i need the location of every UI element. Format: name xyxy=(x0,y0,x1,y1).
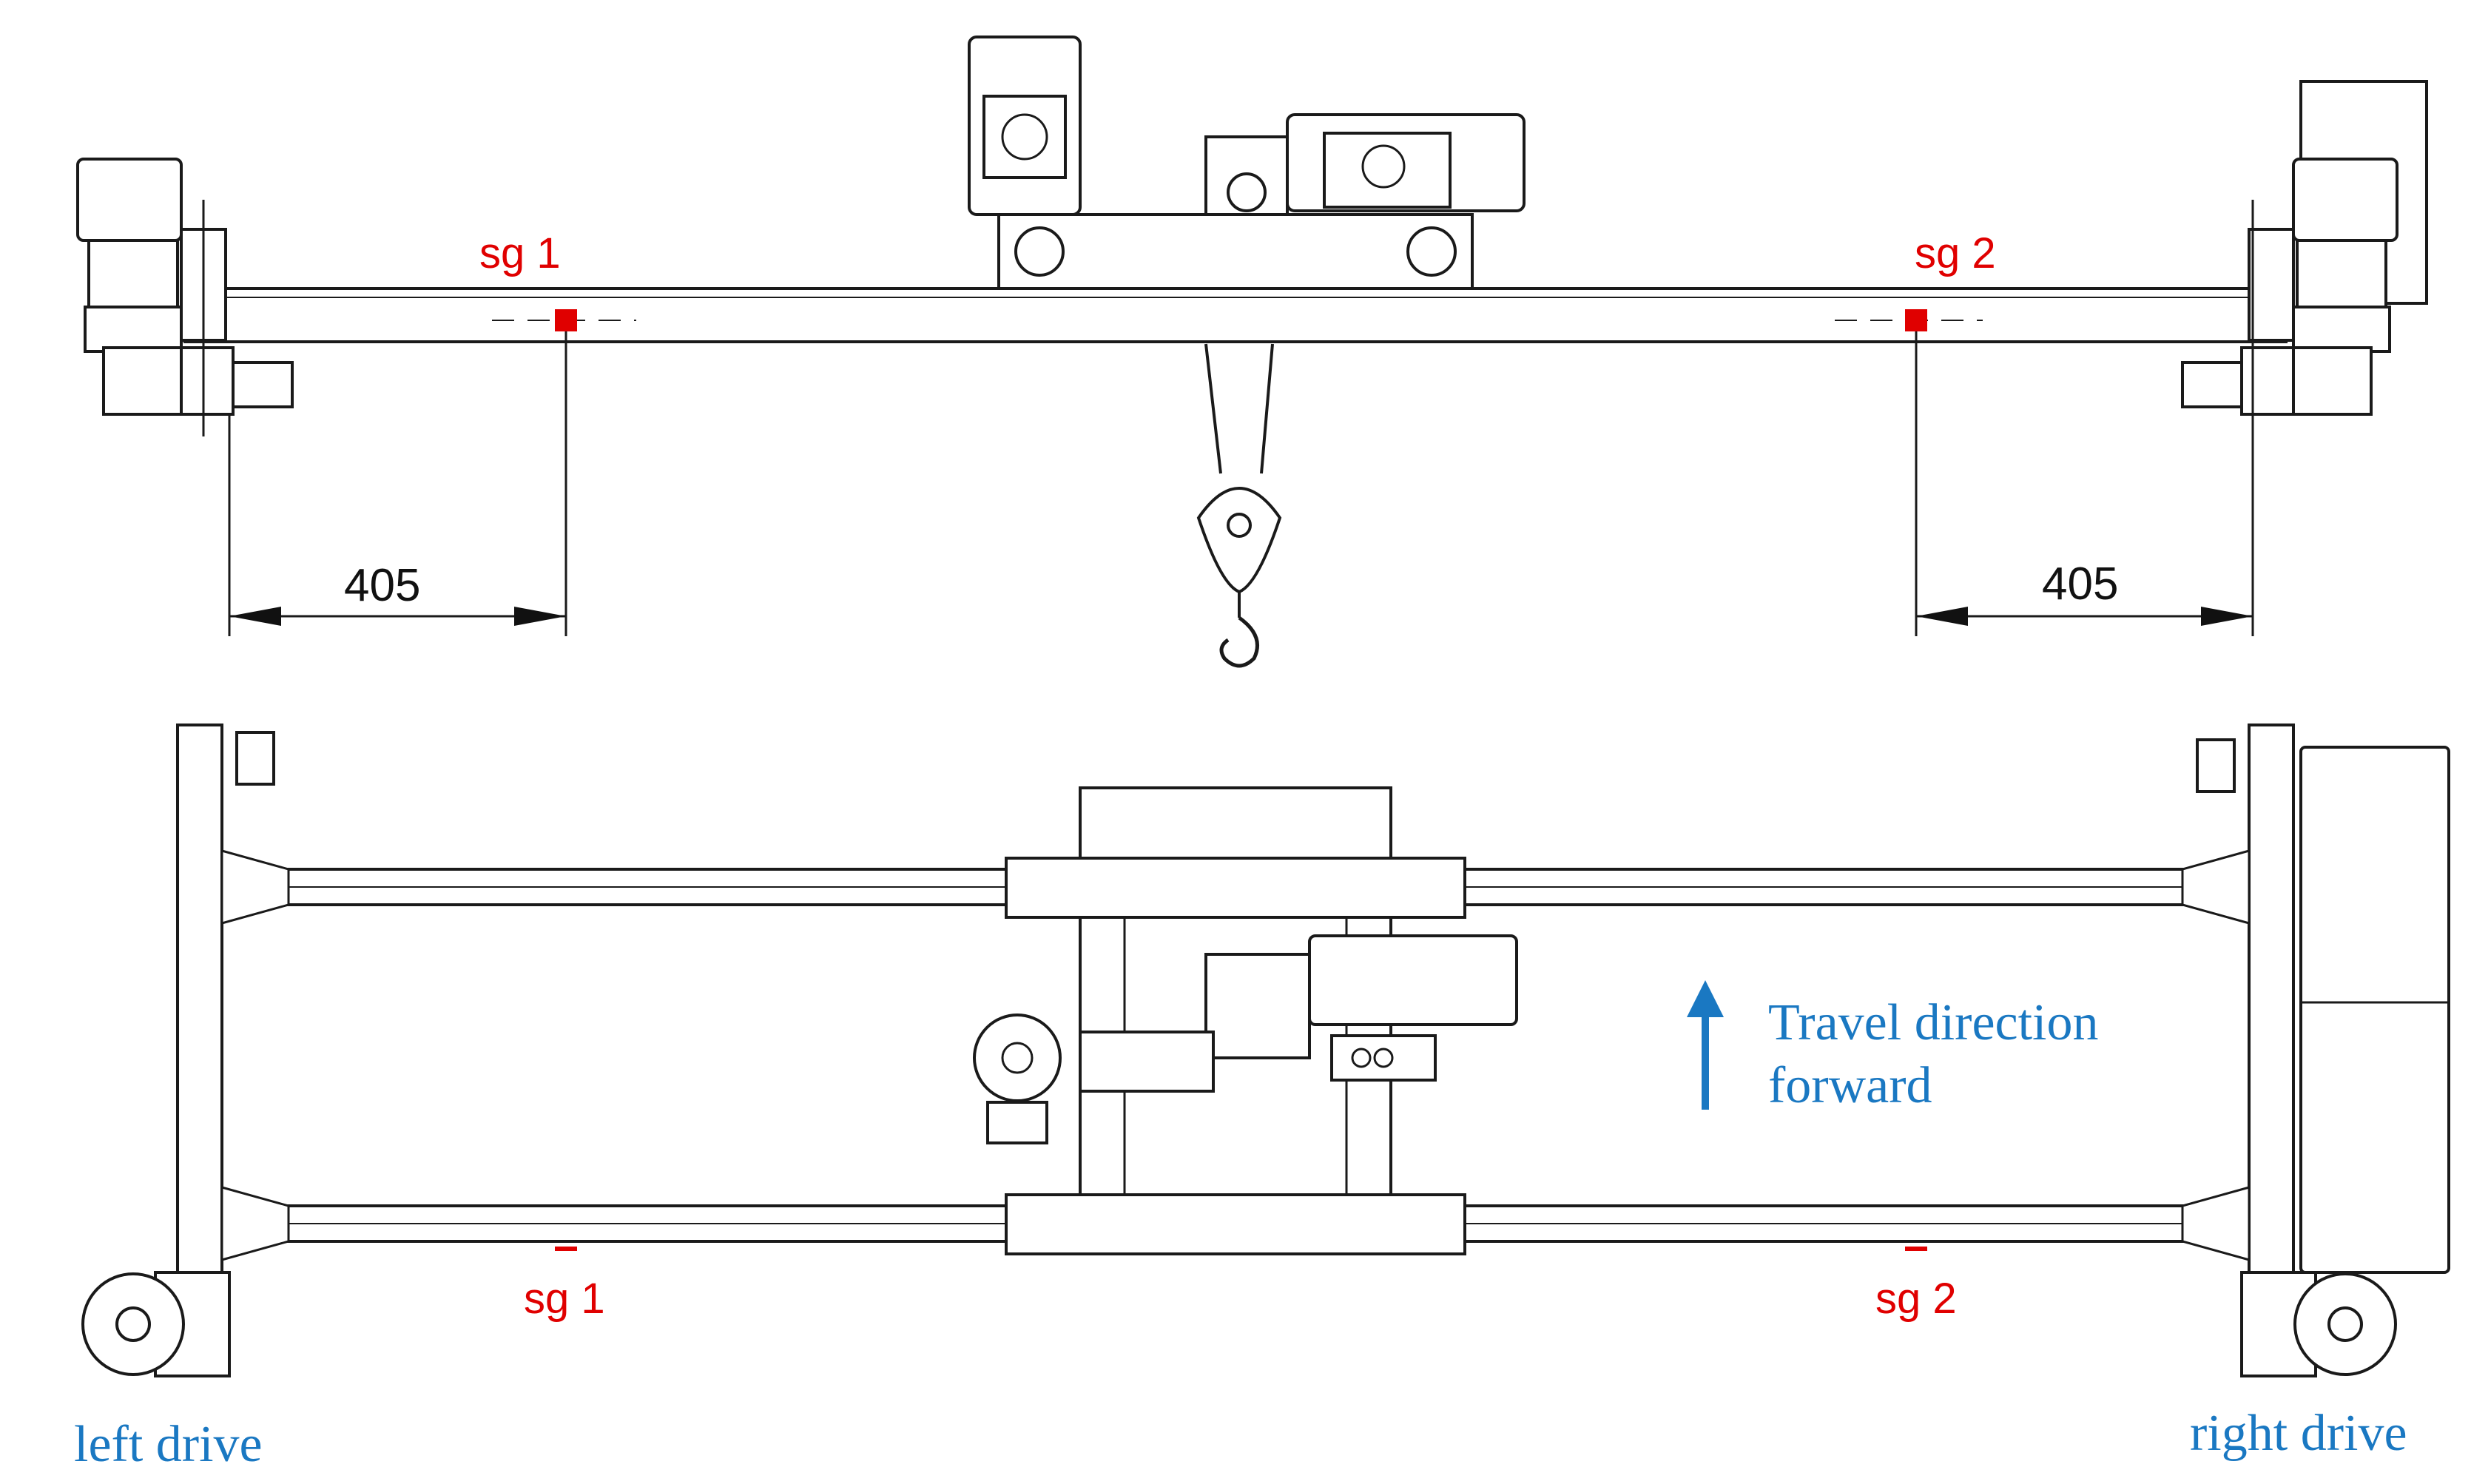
dimension-label-right: 405 xyxy=(2042,559,2118,610)
left-drive-unit xyxy=(81,731,275,1377)
side-view: 405 405 sg 1 sg 2 xyxy=(76,36,2428,668)
dimension-right xyxy=(1916,607,2253,626)
left-drive-label: left drive xyxy=(74,1416,263,1473)
travel-direction-label: Travel direction xyxy=(1768,994,2099,1051)
dimension-left xyxy=(229,607,566,626)
right-end-beam xyxy=(2248,724,2295,1363)
hoist-trolley xyxy=(968,36,1526,290)
right-drive-label: right drive xyxy=(2190,1405,2407,1462)
sg1-marker-bottom xyxy=(555,1247,577,1251)
sg2-label-top: sg 2 xyxy=(1915,229,1996,277)
travel-direction-label-forward: forward xyxy=(1768,1057,1932,1114)
right-drive-unit xyxy=(2196,738,2397,1377)
sg1-marker-top xyxy=(555,309,577,331)
plan-view: sg 1 sg 2 Travel direction forward left … xyxy=(74,724,2450,1473)
sg2-marker-bottom xyxy=(1905,1247,1927,1251)
dimension-label-left: 405 xyxy=(344,560,420,611)
sg1-label-bottom: sg 1 xyxy=(524,1275,605,1323)
sg2-label-bottom: sg 2 xyxy=(1875,1275,1957,1323)
left-end-beam xyxy=(176,724,223,1363)
right-end-housing xyxy=(2299,746,2450,1274)
right-end-carriage xyxy=(2181,80,2428,436)
sg1-label-top: sg 1 xyxy=(479,229,561,277)
arrow-up-icon xyxy=(1687,980,1724,1110)
hook-block xyxy=(1196,343,1282,668)
main-girder xyxy=(183,287,2288,343)
trolley-plan xyxy=(973,786,1518,1255)
sg2-marker-top xyxy=(1905,309,1927,331)
left-end-carriage xyxy=(76,158,294,436)
